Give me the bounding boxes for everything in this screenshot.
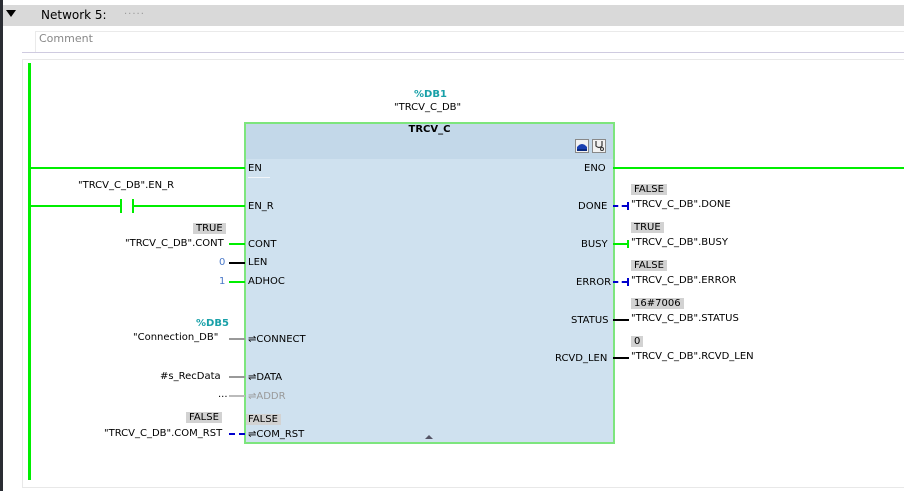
wire-error — [613, 281, 627, 283]
operand-done[interactable]: "TRCV_C_DB".DONE — [631, 199, 731, 210]
function-block-header — [246, 124, 613, 159]
network-title-placeholder[interactable]: ..... — [124, 6, 145, 17]
status-cont: TRUE — [193, 223, 226, 234]
status-busy: TRUE — [631, 222, 664, 233]
connect-db-address: %DB5 — [196, 318, 229, 329]
pin-connect: ⇌CONNECT — [248, 334, 306, 345]
wire-rcvd-len — [613, 357, 629, 359]
pin-error: ERROR — [576, 277, 612, 288]
status-done: FALSE — [631, 184, 667, 195]
wire-en — [31, 167, 245, 169]
network-header[interactable] — [3, 5, 904, 26]
instance-db-name[interactable]: "TRCV_C_DB" — [394, 102, 462, 113]
wire-connect — [229, 338, 245, 340]
wire-status — [613, 319, 629, 321]
contact-right-bar[interactable] — [132, 199, 134, 213]
function-block-type: TRCV_C — [408, 124, 451, 135]
operand-connect[interactable]: "Connection_DB" — [133, 332, 219, 343]
wire-cont — [229, 243, 245, 245]
status-error: FALSE — [631, 260, 667, 271]
wire-addr — [229, 395, 245, 397]
network-comment-field[interactable] — [35, 31, 904, 52]
operand-len[interactable]: 0 — [219, 257, 226, 268]
pin-com-rst: ⇌COM_RST — [248, 429, 305, 440]
operand-busy[interactable]: "TRCV_C_DB".BUSY — [631, 237, 728, 248]
pin-busy: BUSY — [581, 239, 608, 250]
pin-cont: CONT — [248, 239, 277, 250]
left-edge-strip — [0, 0, 3, 491]
wire-data — [229, 376, 245, 378]
pin-adhoc: ADHOC — [248, 276, 285, 287]
collapse-triangle-icon[interactable] — [6, 10, 16, 17]
operand-adhoc[interactable]: 1 — [219, 276, 226, 287]
function-block-trcv-c[interactable] — [244, 122, 615, 444]
operand-error[interactable]: "TRCV_C_DB".ERROR — [631, 275, 737, 286]
separator — [22, 52, 904, 53]
pin-rcvd-len: RCVD_LEN — [555, 353, 608, 364]
wire-len — [229, 262, 245, 264]
expand-block-icon[interactable] — [425, 435, 433, 439]
comment-placeholder: Comment — [39, 32, 93, 45]
diagnostics-icon[interactable] — [592, 139, 606, 153]
contact-left-bar[interactable] — [120, 199, 122, 213]
coil-tick — [627, 240, 629, 248]
status-rcvd-len: 0 — [631, 336, 644, 347]
operand-cont[interactable]: "TRCV_C_DB".CONT — [125, 238, 224, 249]
wire-done — [613, 205, 627, 207]
coil-tick — [627, 278, 629, 286]
inner-status-com-rst: FALSE — [246, 414, 281, 425]
wire-en-r-left — [31, 205, 120, 207]
operand-en-r[interactable]: "TRCV_C_DB".EN_R — [78, 180, 175, 191]
wire-busy — [613, 243, 627, 245]
db-icon[interactable] — [575, 139, 589, 153]
pin-status: STATUS — [571, 315, 609, 326]
pin-underline — [248, 177, 270, 178]
power-rail — [28, 63, 31, 480]
ladder-network-area[interactable] — [22, 59, 904, 488]
status-com-rst: FALSE — [186, 412, 222, 423]
pin-done: DONE — [578, 201, 608, 212]
wire-com-rst — [229, 433, 245, 435]
network-title[interactable]: Network 5: — [41, 8, 107, 22]
operand-rcvd-len[interactable]: "TRCV_C_DB".RCVD_LEN — [631, 351, 754, 362]
pin-data: ⇌DATA — [248, 372, 283, 383]
coil-tick — [627, 202, 629, 210]
operand-data[interactable]: #s_RecData — [160, 371, 221, 382]
wire-eno — [613, 167, 904, 169]
pin-addr: ⇌ADDR — [248, 391, 286, 402]
status-status: 16#7006 — [631, 298, 684, 309]
pin-eno: ENO — [584, 163, 606, 174]
wire-adhoc — [229, 281, 245, 283]
operand-addr[interactable]: ... — [218, 389, 228, 400]
pin-len: LEN — [248, 257, 268, 268]
pin-en: EN — [248, 163, 262, 174]
operand-com-rst[interactable]: "TRCV_C_DB".COM_RST — [104, 428, 223, 439]
operand-status[interactable]: "TRCV_C_DB".STATUS — [631, 313, 739, 324]
instance-db-address: %DB1 — [414, 89, 447, 100]
pin-en-r: EN_R — [248, 201, 274, 212]
wire-en-r-right — [134, 205, 245, 207]
